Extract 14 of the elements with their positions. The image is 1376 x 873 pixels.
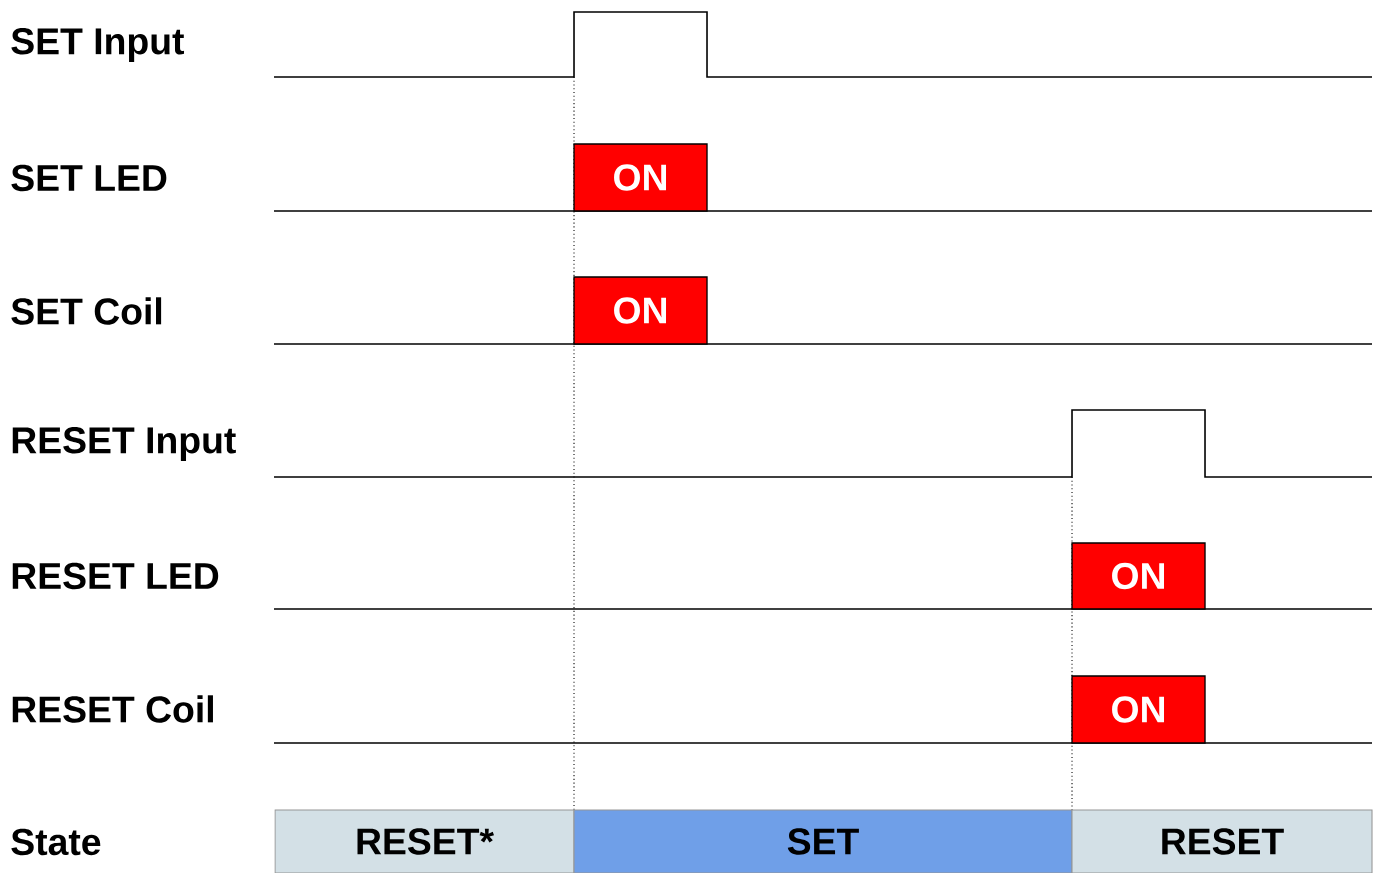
signal-label: RESET LED (12, 562, 219, 590)
signal-label: SET Input (11, 28, 184, 62)
on-pulse-box: ON (1071, 675, 1206, 744)
signal-label: State (11, 828, 101, 856)
on-pulse-box: ON (573, 276, 708, 345)
on-pulse-box: ON (1071, 542, 1206, 610)
signal-label: RESET Input (12, 427, 236, 461)
state-band: RESET (1071, 809, 1373, 873)
signal-label: RESET Coil (12, 695, 213, 723)
on-pulse-box: ON (573, 143, 708, 212)
signal-label: SET Coil (11, 297, 162, 325)
state-band: RESET* (274, 809, 575, 873)
signal-label: SET LED (11, 164, 167, 192)
state-band: SET (573, 809, 1073, 873)
